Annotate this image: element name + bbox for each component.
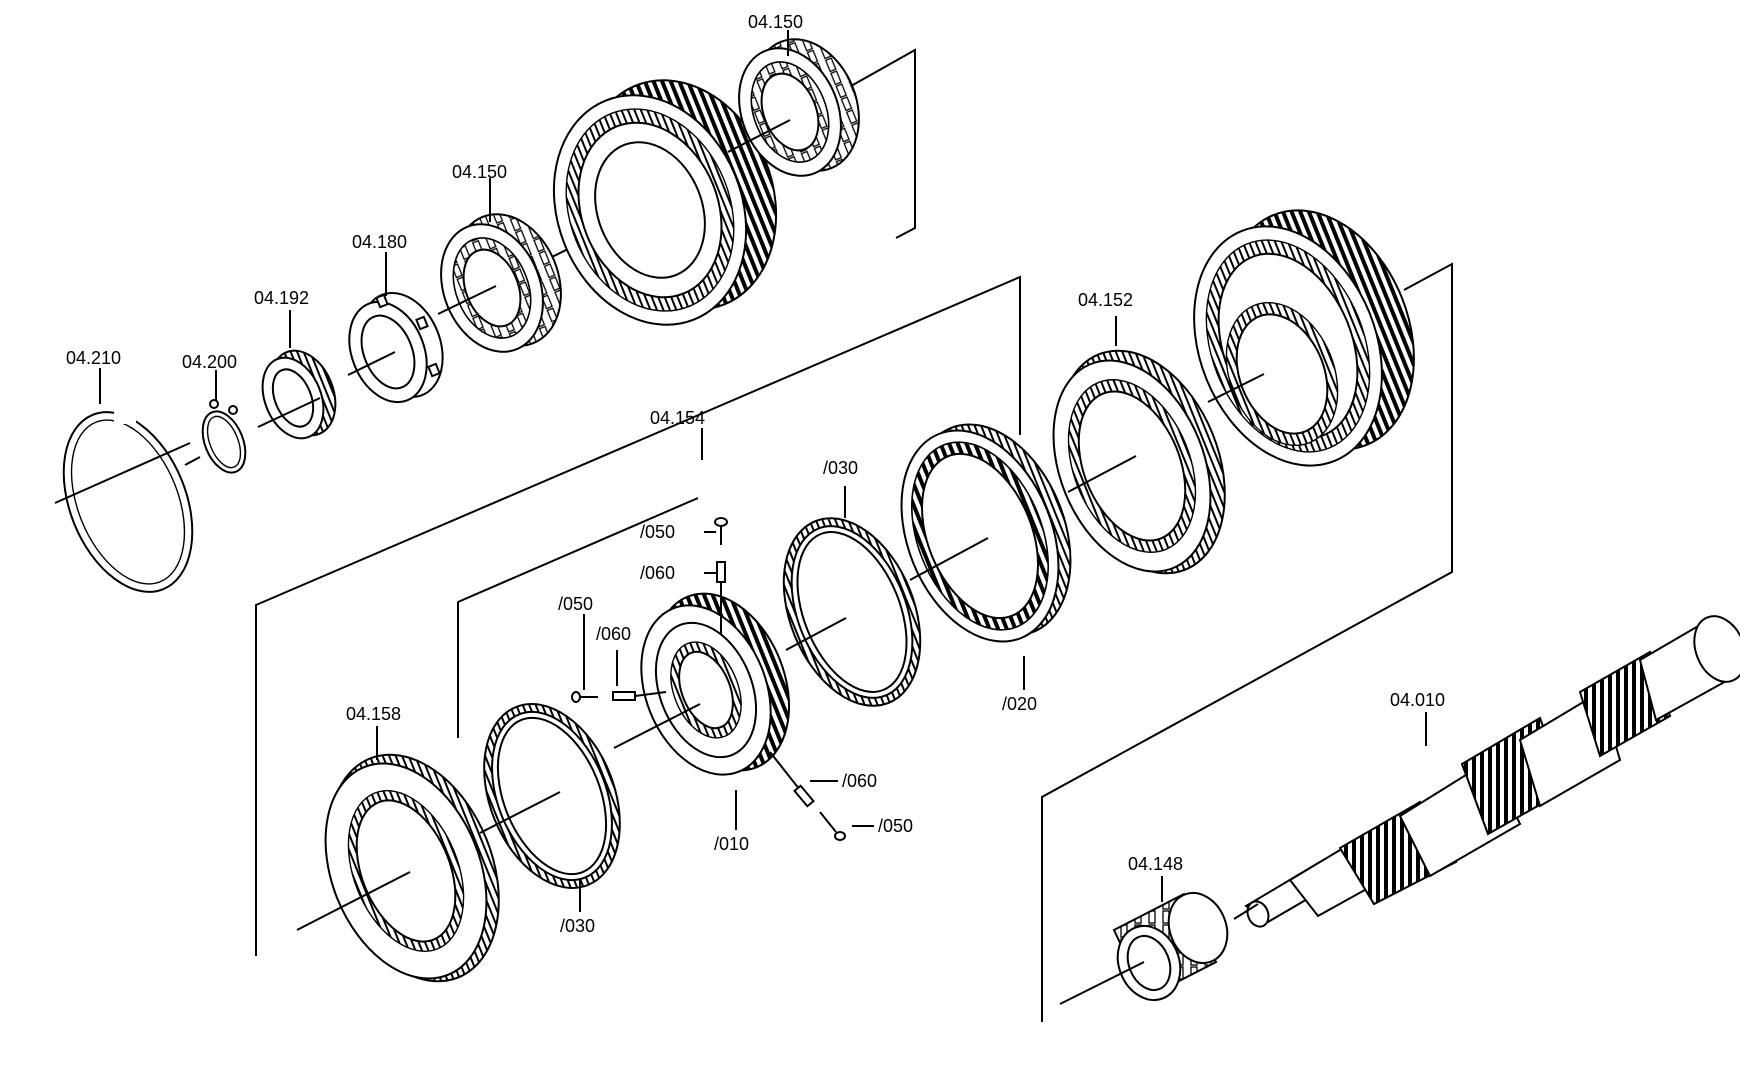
axis-line <box>1207 373 1265 403</box>
label-04-210[interactable]: 04.210 <box>66 348 121 368</box>
part-04-148-needle-cage[interactable] <box>1107 884 1237 1009</box>
part-04-158-sync-disc[interactable] <box>295 729 530 1006</box>
label-04-180[interactable]: 04.180 <box>352 232 407 252</box>
axis-line <box>613 703 701 749</box>
bracket-upper-group <box>850 48 916 239</box>
label-060-top[interactable]: /060 <box>640 563 675 583</box>
axis-line <box>1059 961 1145 1005</box>
part-labels: 04.150 04.150 04.180 04.192 04.210 04.20… <box>66 12 1445 936</box>
label-060-right[interactable]: /060 <box>842 771 877 791</box>
label-04-158[interactable]: 04.158 <box>346 704 401 724</box>
label-030-lower[interactable]: /030 <box>560 916 595 936</box>
label-04-150-upper[interactable]: 04.150 <box>748 12 803 32</box>
axis-line <box>727 119 791 153</box>
label-04-010[interactable]: 04.010 <box>1390 690 1445 710</box>
part-060-spring-left[interactable] <box>612 691 667 701</box>
axis-line <box>296 871 411 931</box>
axis-line <box>437 285 497 315</box>
label-050-right[interactable]: /050 <box>878 816 913 836</box>
label-030-upper[interactable]: /030 <box>823 458 858 478</box>
part-050-pin-top[interactable] <box>714 517 728 545</box>
axis-line <box>257 397 321 428</box>
part-020-sliding-sleeve[interactable] <box>872 401 1100 665</box>
part-04-010-main-shaft[interactable] <box>1244 608 1740 929</box>
axis-line <box>785 617 847 651</box>
axis-line <box>1233 903 1259 920</box>
axis-line <box>1067 455 1137 493</box>
part-helical-gear-upper[interactable] <box>520 51 809 354</box>
part-030-sync-ring-upper[interactable] <box>758 498 946 726</box>
part-04-180-slotted-nut[interactable] <box>335 281 457 414</box>
part-04-150-needle-bearing-lower[interactable] <box>423 198 580 367</box>
label-04-192[interactable]: 04.192 <box>254 288 309 308</box>
part-helical-gear-right[interactable] <box>1160 182 1448 494</box>
part-04-192-bearing[interactable] <box>251 341 347 447</box>
label-010[interactable]: /010 <box>714 834 749 854</box>
label-04-150-lower[interactable]: 04.150 <box>452 162 507 182</box>
label-04-200[interactable]: 04.200 <box>182 352 237 372</box>
part-04-210-snap-ring[interactable] <box>39 393 217 611</box>
axis-line <box>347 351 396 376</box>
part-010-synchro-hub[interactable] <box>617 573 814 794</box>
label-04-154[interactable]: 04.154 <box>650 408 705 428</box>
part-04-150-needle-bearing-upper[interactable] <box>721 23 878 191</box>
part-04-152-sync-disc[interactable] <box>1024 326 1256 598</box>
bracket-synchro-group <box>255 275 1021 956</box>
part-060-spring-top[interactable] <box>716 561 726 635</box>
part-050-pin-right[interactable] <box>819 811 846 841</box>
axis-line <box>184 456 201 466</box>
label-04-148[interactable]: 04.148 <box>1128 854 1183 874</box>
part-060-spring-right[interactable] <box>769 751 815 808</box>
part-04-200-circlip[interactable] <box>194 399 253 479</box>
leader-lines <box>99 30 1427 912</box>
label-050-top[interactable]: /050 <box>640 522 675 542</box>
bracket-shaft-group <box>1041 262 1453 1022</box>
label-050-left[interactable]: /050 <box>558 594 593 614</box>
label-04-152[interactable]: 04.152 <box>1078 290 1133 310</box>
axis-line <box>479 791 561 834</box>
axis-line <box>909 537 989 581</box>
part-050-pin-left[interactable] <box>571 691 598 703</box>
label-060-left[interactable]: /060 <box>596 624 631 644</box>
label-020[interactable]: /020 <box>1002 694 1037 714</box>
